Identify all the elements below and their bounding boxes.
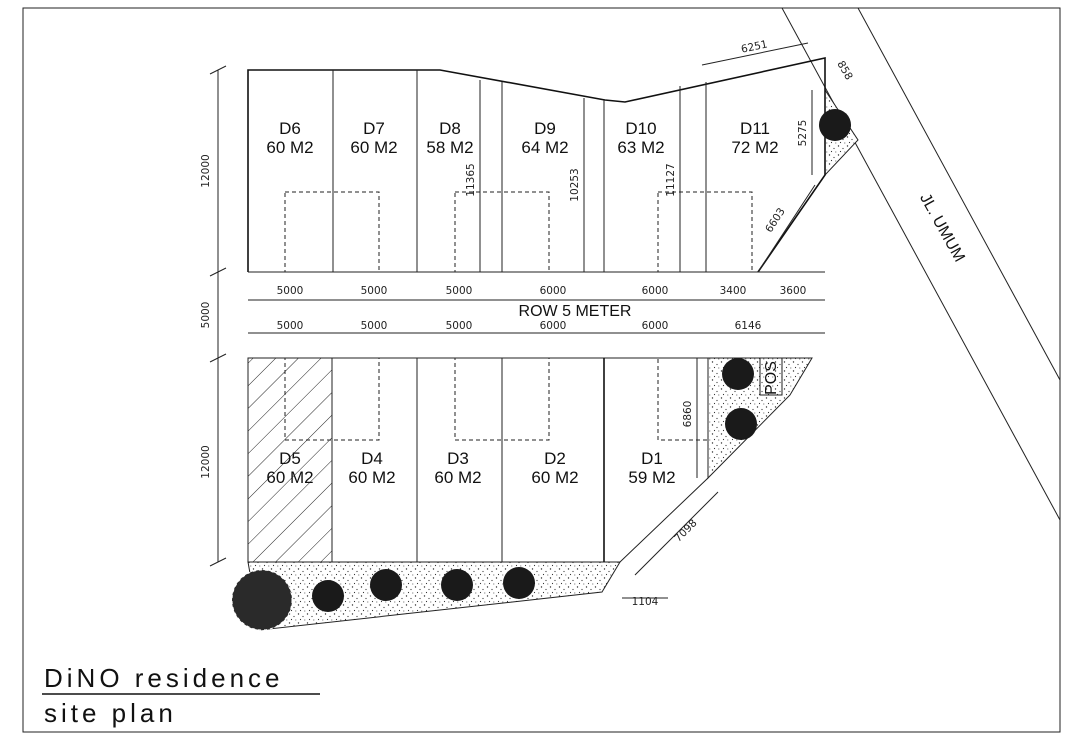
dim-label: 858 — [834, 59, 854, 82]
plot-id: D8 — [439, 119, 461, 138]
guard-post — [759, 357, 783, 396]
plot-area: 60 M2 — [266, 138, 313, 157]
tree-icon — [370, 569, 402, 601]
dimension-depths: 11365 10253 11127 5275 6860 — [465, 80, 813, 478]
dim-label: 6860 — [682, 401, 694, 428]
south-block: POS — [247, 357, 783, 563]
north-block — [247, 57, 826, 273]
dim-label: 6146 — [735, 320, 762, 332]
street-label: JL. UMUM — [916, 191, 968, 265]
dim-label: 3400 — [720, 285, 747, 297]
project-title: DiNO residence — [44, 663, 284, 693]
dim-label: 5000 — [361, 285, 388, 297]
tree-icon — [725, 408, 757, 440]
tree-icon — [441, 569, 473, 601]
tree-icon — [819, 109, 851, 141]
dim-label: 10253 — [569, 168, 581, 201]
plot-area: 60 M2 — [434, 468, 481, 487]
row-label: ROW 5 METER — [519, 303, 632, 320]
plot-id: D3 — [447, 449, 469, 468]
dim-label: 6000 — [642, 285, 669, 297]
tree-icon — [232, 570, 292, 630]
dim-label: 6603 — [763, 206, 788, 235]
drawing-frame — [22, 7, 1061, 733]
plot-id: D7 — [363, 119, 385, 138]
dimension-labels-top: 5000 5000 5000 6000 6000 3400 3600 — [277, 285, 807, 297]
dim-label: 11127 — [665, 163, 677, 196]
plot-id: D9 — [534, 119, 556, 138]
dim-label: 12000 — [200, 445, 212, 478]
dimension-labels-bottom: 5000 5000 5000 6000 6000 6146 — [277, 320, 762, 332]
dim-label: 6000 — [540, 285, 567, 297]
tree-icon — [312, 580, 344, 612]
plot-area: 60 M2 — [348, 468, 395, 487]
dim-label: 11365 — [465, 163, 477, 196]
dim-label: 6000 — [540, 320, 567, 332]
trees — [231, 109, 851, 631]
dim-label: 5000 — [277, 320, 304, 332]
plot-area: 60 M2 — [531, 468, 578, 487]
plot-area: 64 M2 — [521, 138, 568, 157]
tree-icon — [503, 567, 535, 599]
plot-area: 63 M2 — [617, 138, 664, 157]
dim-label: 5000 — [446, 320, 473, 332]
plot-area: 72 M2 — [731, 138, 778, 157]
dim-label: 5000 — [200, 302, 212, 329]
dim-label: 6000 — [642, 320, 669, 332]
dim-label: 1104 — [632, 596, 659, 608]
plot-id: D1 — [641, 449, 663, 468]
plot-id: D4 — [361, 449, 383, 468]
landscape-strip-south — [247, 561, 621, 631]
dim-label: 5275 — [797, 120, 809, 147]
dim-label: 3600 — [780, 285, 807, 297]
plot-d5-hatch — [247, 357, 333, 563]
plot-id: D11 — [740, 119, 770, 138]
plot-area: 60 M2 — [350, 138, 397, 157]
plot-area: 60 M2 — [266, 468, 313, 487]
plot-id: D2 — [544, 449, 566, 468]
dimension-left: 12000 5000 12000 — [200, 65, 227, 567]
plot-id: D5 — [279, 449, 301, 468]
dim-label: 5000 — [361, 320, 388, 332]
dim-label: 6251 — [740, 38, 769, 55]
dim-label: 5000 — [277, 285, 304, 297]
dim-label: 12000 — [200, 154, 212, 187]
public-road: JL. UMUM — [781, 7, 1061, 521]
dim-label: 7098 — [672, 517, 699, 544]
plot-labels: D6 60 M2 D7 60 M2 D8 58 M2 D9 64 M2 D10 … — [266, 119, 778, 487]
dim-label: 5000 — [446, 285, 473, 297]
plot-id: D10 — [625, 119, 656, 138]
drawing-subtitle: site plan — [44, 698, 177, 728]
plot-id: D6 — [279, 119, 301, 138]
tree-icon — [722, 358, 754, 390]
plot-area: 59 M2 — [628, 468, 675, 487]
plot-area: 58 M2 — [426, 138, 473, 157]
post-label: POS — [763, 361, 780, 395]
title-block: DiNO residence site plan — [42, 663, 320, 728]
